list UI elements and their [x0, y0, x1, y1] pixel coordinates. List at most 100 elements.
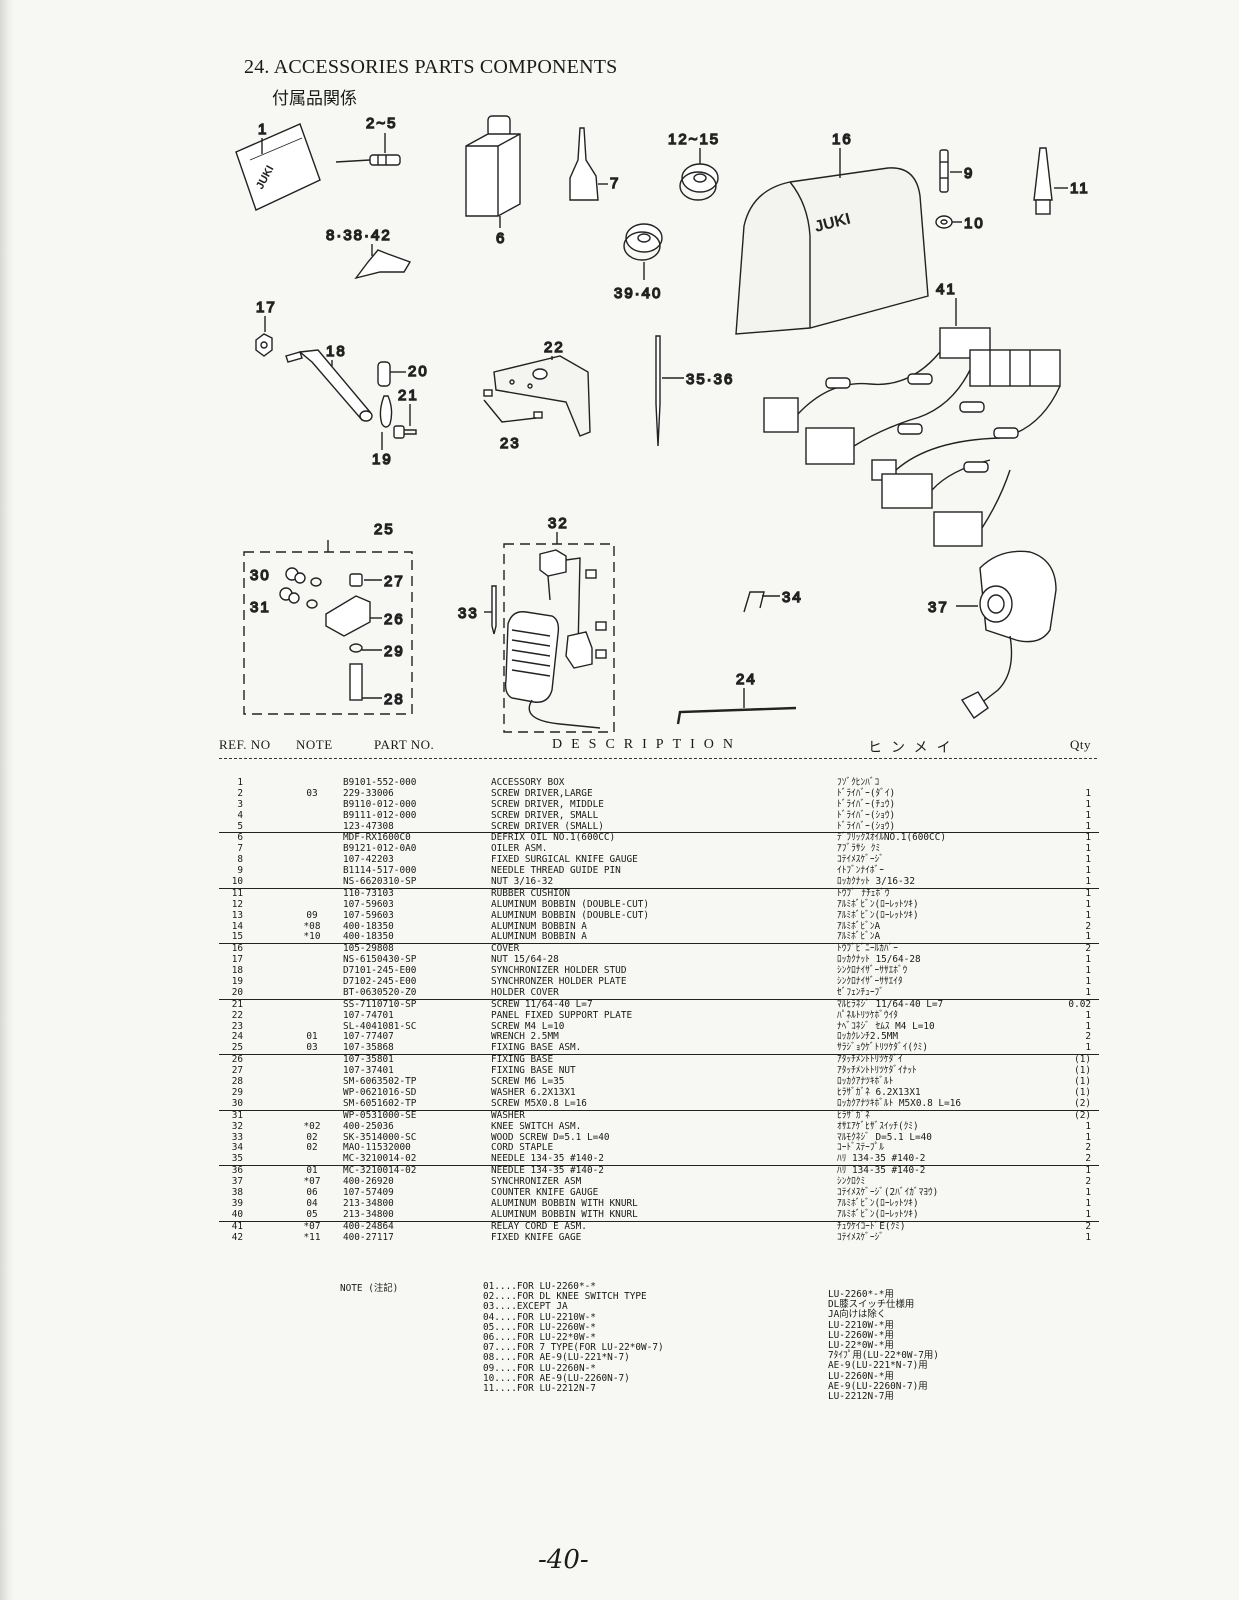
cell-part-no: 110-73103	[343, 887, 394, 899]
part-wrench	[676, 706, 797, 725]
cell-qty: 1	[1085, 809, 1091, 821]
cell-part-no: SL-4041081-SC	[343, 1020, 417, 1032]
cell-hinmei: ﾋﾗｻﾞｶﾞﾈ	[837, 1109, 870, 1121]
cell-hinmei: ﾄﾞﾗｲﾊﾞｰ(ﾁｭｳ)	[837, 798, 896, 810]
part-relay-cord	[763, 327, 1061, 547]
callout-27: 27	[384, 573, 405, 590]
cell-description: HOLDER COVER	[491, 986, 559, 998]
cell-description: COVER	[491, 943, 520, 955]
part-cord-staple	[743, 591, 765, 613]
part-thread-guide-pin	[939, 149, 949, 193]
note-item: 09....FOR LU-2260N-*	[483, 1362, 596, 1374]
cell-hinmei: ﾛｯｶｸｱﾅﾂｷﾎﾞﾙﾄ M5X0.8 L=16	[837, 1097, 961, 1109]
parts-diagram: JUKI 1 2~5 6 7 8·38·42 12~15 3	[235, 114, 1090, 733]
cell-description: SCREW M5X0.8 L=16	[491, 1097, 587, 1109]
callout-39-40: 39·40	[614, 285, 662, 302]
cell-hinmei: ｺﾃｲﾒｽｹﾞｰｼﾞ	[837, 854, 884, 866]
cell-description: SCREW M6 L=35	[491, 1076, 565, 1088]
cell-hinmei: ｲﾄﾌﾞﾝﾅｲﾎﾞｰ	[837, 865, 884, 877]
callout-1: 1	[258, 121, 268, 138]
part-knife-gauge	[354, 249, 412, 280]
cell-description: FIXING BASE ASM.	[491, 1042, 582, 1054]
cell-part-no: B9121-012-0A0	[343, 843, 417, 855]
cell-ref: 7	[237, 843, 243, 855]
cell-description: PANEL FIXED SUPPORT PLATE	[491, 1009, 633, 1021]
cell-ref: 15	[231, 931, 243, 943]
cell-qty: 1	[1085, 954, 1091, 966]
cell-qty: 1	[1085, 1186, 1091, 1198]
cell-qty: 1	[1085, 787, 1091, 799]
cell-ref: 20	[231, 986, 243, 998]
cell-qty: 1	[1085, 1131, 1091, 1143]
cell-ref: 21	[231, 998, 243, 1010]
note-item-jp: LU-2210W-*用	[828, 1319, 894, 1331]
part-fixing-base-group	[243, 540, 413, 715]
cell-qty: (1)	[1074, 1065, 1091, 1077]
part-holder-plate	[379, 395, 393, 428]
col-header-note: NOTE	[296, 737, 333, 752]
cell-qty: 2	[1085, 943, 1091, 955]
cell-part-no: 107-42203	[343, 854, 394, 866]
note-item: 06....FOR LU-22*0W-*	[483, 1332, 596, 1344]
cell-ref: 24	[231, 1031, 243, 1043]
cell-ref: 22	[231, 1009, 243, 1021]
cell-ref: 1	[237, 777, 243, 788]
note-item-jp: LU-2260*-*用	[828, 1289, 894, 1300]
cell-hinmei: ｱﾙﾐﾎﾞﾋﾞﾝA	[837, 931, 881, 943]
cell-ref: 42	[231, 1231, 243, 1243]
notes-list: 01....FOR LU-2260*-*02....FOR DL KNEE SW…	[483, 1281, 664, 1394]
cell-hinmei: ﾏﾙﾓｸﾈｼﾞ D=5.1 L=40	[837, 1131, 932, 1143]
cell-note: 06	[306, 1186, 318, 1198]
cell-description: ALUMINUM BOBBIN (DOUBLE-CUT)	[491, 909, 650, 921]
cell-qty: 1	[1085, 965, 1091, 977]
cell-part-no: MAO-11532000	[343, 1142, 411, 1154]
cell-part-no: 123-47308	[343, 820, 394, 832]
cell-hinmei: ﾊﾘ 134-35 #140-2	[837, 1165, 926, 1177]
note-item-jp: JA向けは除く	[828, 1309, 887, 1321]
cell-description: SYNCHRONZER HOLDER PLATE	[491, 976, 627, 988]
cell-hinmei: ﾅﾍﾞｺﾈｼﾞ ｾﾑｽ M4 L=10	[837, 1020, 935, 1032]
cell-ref: 8	[237, 854, 243, 866]
cell-ref: 37	[231, 1176, 243, 1188]
cell-ref: 36	[231, 1165, 243, 1177]
cell-qty: 1	[1085, 909, 1091, 921]
cell-hinmei: ﾃﾞﾌﾘｯｸｽｵｲﾙNO.1(600CC)	[837, 832, 946, 844]
cell-qty: 1	[1085, 1020, 1091, 1032]
part-screw-driver	[335, 154, 401, 166]
cell-hinmei: ﾄﾞﾗｲﾊﾞｰ(ｼｮｳ)	[837, 820, 896, 832]
cell-hinmei: ｼﾝｸﾛﾅｲｻﾞｰｻｻｴｲﾀ	[837, 976, 903, 988]
cell-part-no: BT-0630520-Z0	[343, 986, 417, 998]
cell-ref: 19	[231, 976, 243, 988]
cell-description: SYNCHRONIZER ASM	[491, 1176, 582, 1188]
note-item: 02....FOR DL KNEE SWITCH TYPE	[483, 1291, 647, 1303]
cell-description: NEEDLE 134-35 #140-2	[491, 1165, 604, 1177]
cell-ref: 38	[231, 1186, 243, 1198]
part-oil-bottle	[465, 115, 521, 217]
note-item: 10....FOR AE-9(LU-2260N-7)	[483, 1372, 630, 1384]
cell-description: CORD STAPLE	[491, 1142, 554, 1154]
cell-qty: 1	[1085, 876, 1091, 888]
col-header-desc: DESCRIPTION	[552, 737, 743, 752]
page-title: 24. ACCESSORIES PARTS COMPONENTS	[244, 56, 618, 78]
cell-description: WOOD SCREW D=5.1 L=40	[491, 1131, 610, 1143]
cell-ref: 31	[231, 1109, 243, 1121]
cell-hinmei: ﾌｿﾞｸﾋﾝﾊﾞｺ	[837, 777, 880, 788]
callout-11: 11	[1070, 180, 1090, 197]
